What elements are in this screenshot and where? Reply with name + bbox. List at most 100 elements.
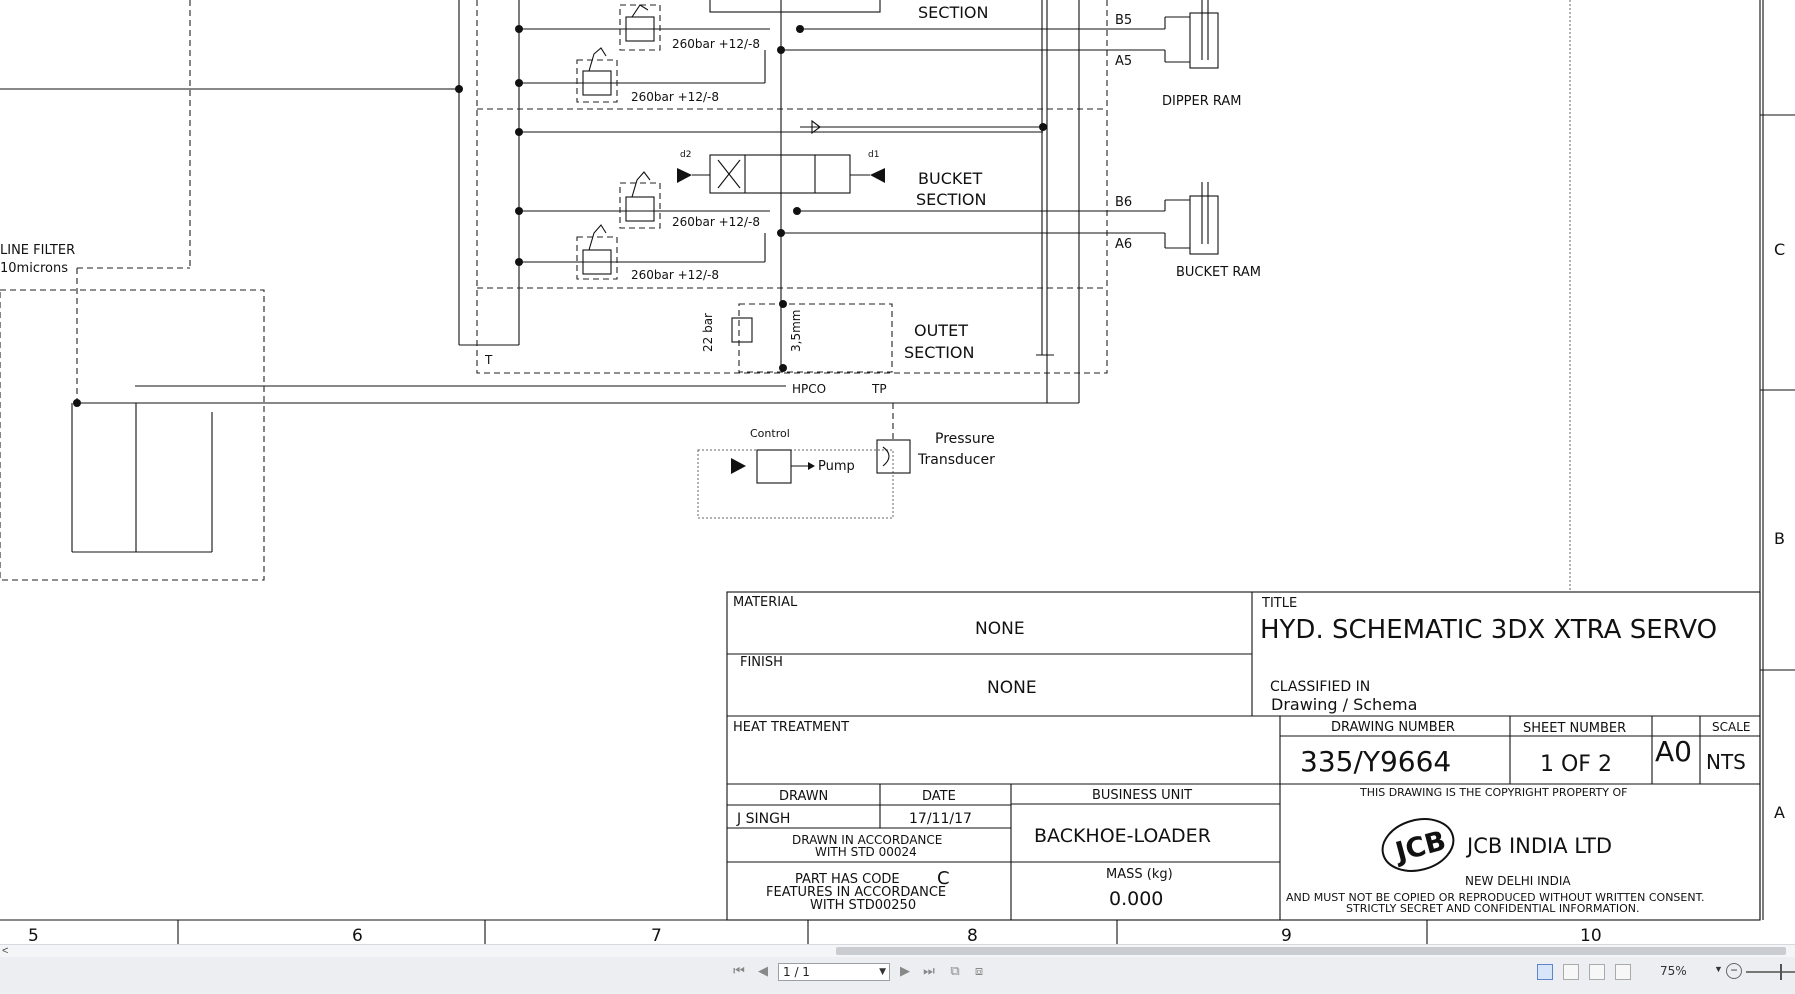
column-label-6: 6 — [352, 926, 363, 944]
outet-section-label-1: OUTET — [914, 321, 968, 340]
column-label-10: 10 — [1580, 926, 1602, 944]
continuous-view-icon[interactable] — [1563, 964, 1579, 980]
drawing-number-label: DRAWING NUMBER — [1331, 720, 1455, 735]
pressure-transducer-symbol — [876, 439, 911, 474]
jcb-logo: JCB — [1381, 818, 1455, 872]
prev-page-icon[interactable]: ◀ — [758, 964, 768, 979]
top-section-label: SECTION — [918, 3, 989, 22]
drawing-title: HYD. SCHEMATIC 3DX XTRA SERVO — [1260, 615, 1717, 645]
zoom-slider-handle[interactable] — [1780, 964, 1782, 980]
title-block: MATERIAL NONE FINISH NONE TITLE HYD. SCH… — [726, 591, 1761, 921]
relief-label-1: 260bar +12/-8 — [672, 37, 760, 51]
port-t-label: T — [484, 353, 493, 367]
features-line-1: FEATURES IN ACCORDANCE — [766, 885, 946, 900]
column-label-7: 7 — [651, 926, 662, 944]
drawn-value: J SINGH — [736, 811, 790, 827]
page-number-value: 1 / 1 — [783, 965, 810, 979]
next-page-icon[interactable]: ▶ — [900, 964, 910, 979]
drawn-label: DRAWN — [779, 789, 828, 804]
outet-section-label-2: SECTION — [904, 343, 975, 362]
tp-label: TP — [871, 382, 887, 396]
dipper-ram-label: DIPPER RAM — [1162, 94, 1242, 109]
zoom-out-icon[interactable]: − — [1726, 963, 1742, 979]
first-page-icon[interactable]: ⏮ — [733, 964, 745, 979]
column-label-9: 9 — [1281, 926, 1292, 944]
last-page-icon[interactable]: ⏭ — [923, 964, 935, 979]
row-label-a: A — [1774, 803, 1785, 822]
date-label: DATE — [922, 789, 956, 804]
port-a5-label: A5 — [1115, 54, 1132, 69]
drawing-number-value: 335/Y9664 — [1300, 745, 1451, 778]
hpco-label: HPCO — [792, 382, 826, 396]
single-page-view-icon[interactable] — [1537, 964, 1553, 980]
pilot-d2-label: d2 — [680, 150, 691, 160]
transducer-label: Transducer — [917, 452, 995, 468]
part-code-line: PART HAS CODE — [795, 872, 900, 887]
relief-label-2: 260bar +12/-8 — [631, 90, 719, 104]
material-value: NONE — [975, 619, 1025, 639]
pump-label: Pump — [818, 459, 855, 474]
fit-view-icon[interactable]: ⧈ — [974, 964, 984, 979]
company-name: JCB INDIA LTD — [1465, 834, 1612, 858]
horizontal-scroll-thumb[interactable] — [836, 947, 1786, 955]
finish-label: FINISH — [740, 655, 783, 670]
sheet-number-value: 1 OF 2 — [1540, 752, 1612, 777]
part-code-value: C — [937, 868, 950, 889]
finish-value: NONE — [987, 678, 1037, 698]
scale-label: SCALE — [1712, 720, 1750, 734]
port-b6-label: B6 — [1115, 195, 1132, 210]
pressure-label: Pressure — [935, 431, 995, 447]
mass-label: MASS (kg) — [1106, 867, 1173, 882]
notice-line-1: AND MUST NOT BE COPIED OR REPRODUCED WIT… — [1286, 891, 1705, 904]
sheet-number-label: SHEET NUMBER — [1523, 721, 1626, 736]
std-line-1: DRAWN IN ACCORDANCE — [792, 833, 942, 847]
bucket-spool-valve — [709, 154, 851, 194]
control-label: Control — [750, 427, 790, 440]
pressure-22bar-label: 22 bar — [701, 313, 715, 352]
mass-value: 0.000 — [1109, 888, 1163, 910]
business-unit-label: BUSINESS UNIT — [1092, 788, 1192, 803]
pilot-d1-label: d1 — [868, 150, 879, 160]
filter-boundary — [0, 289, 265, 581]
relief-label-3: 260bar +12/-8 — [672, 215, 760, 229]
filter-rating-label: 10microns — [0, 261, 68, 276]
port-a6-label: A6 — [1115, 237, 1132, 252]
zoom-slider[interactable] — [1746, 971, 1795, 973]
business-unit-value: BACKHOE-LOADER — [1034, 825, 1211, 847]
chevron-down-icon: ▼ — [879, 967, 886, 977]
notice-line-2: STRICTLY SECRET AND CONFIDENTIAL INFORMA… — [1346, 902, 1640, 915]
copy-view-icon[interactable]: ⧉ — [950, 964, 960, 979]
continuous-facing-view-icon[interactable] — [1615, 964, 1631, 980]
zoom-level[interactable]: 75% — [1660, 964, 1687, 978]
bucket-ram-cylinder — [1189, 195, 1219, 255]
date-value: 17/11/17 — [909, 811, 972, 827]
material-label: MATERIAL — [733, 595, 798, 610]
pump-symbol — [756, 449, 792, 484]
line-filter-label: LINE FILTER — [0, 243, 75, 258]
scroll-left-icon[interactable]: < — [2, 945, 9, 957]
title-label: TITLE — [1261, 596, 1297, 611]
bucket-section-label-2: SECTION — [916, 190, 987, 209]
row-label-c: C — [1774, 240, 1785, 259]
horizontal-scrollbar[interactable]: < — [0, 945, 1795, 957]
hydraulic-schematic: 260bar +12/-8 260bar +12/-8 SECTION B5 A… — [0, 0, 1261, 581]
paper-size: A0 — [1655, 735, 1692, 768]
bucket-ram-label: BUCKET RAM — [1176, 265, 1261, 280]
column-label-5: 5 — [28, 926, 39, 944]
page-number-select[interactable]: 1 / 1 ▼ — [778, 963, 890, 981]
relief-label-4: 260bar +12/-8 — [631, 268, 719, 282]
scale-value: NTS — [1706, 750, 1746, 774]
schematic-canvas: C B A 5 6 7 8 9 10 — [0, 0, 1795, 944]
dipper-ram-cylinder — [1189, 12, 1219, 69]
heat-treatment-label: HEAT TREATMENT — [733, 720, 849, 735]
zoom-chevron-down-icon[interactable]: ▼ — [1714, 964, 1723, 974]
features-line-2: WITH STD00250 — [810, 898, 916, 913]
facing-view-icon[interactable] — [1589, 964, 1605, 980]
company-location: NEW DELHI INDIA — [1465, 874, 1571, 888]
copyright-line: THIS DRAWING IS THE COPYRIGHT PROPERTY O… — [1359, 786, 1627, 799]
orifice-35mm-label: 3,5mm — [789, 310, 803, 352]
port-b5-label: B5 — [1115, 13, 1132, 28]
column-label-8: 8 — [967, 926, 978, 944]
valve-bank-boundary — [476, 0, 1108, 374]
viewer-toolbar: < ⏮ ◀ 1 / 1 ▼ ▶ ⏭ ⧉ ⧈ 75% ▼ − — [0, 944, 1795, 994]
